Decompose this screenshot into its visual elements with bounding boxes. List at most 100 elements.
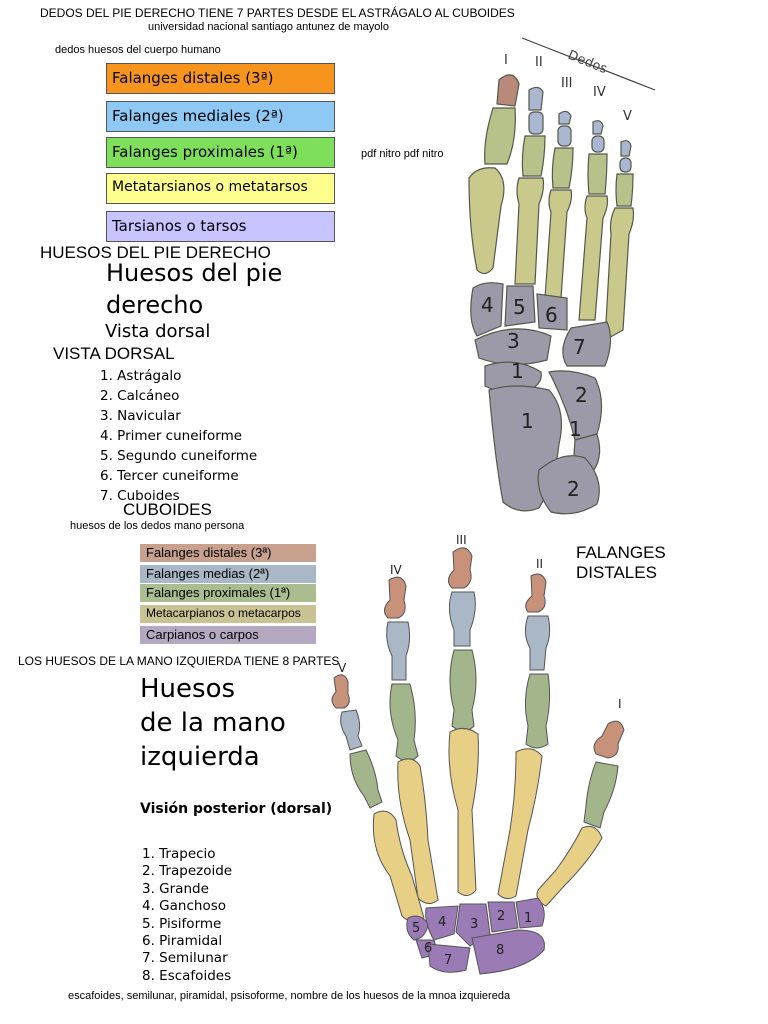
page-title: DEDOS DEL PIE DERECHO TIENE 7 PARTES DES… <box>40 6 515 20</box>
hand-bone-list: 1. Trapecio 2. Trapezoide 3. Grande 4. G… <box>142 846 232 985</box>
list-item: 1. Trapecio <box>142 846 216 862</box>
legend-label: Falanges distales (3ª) <box>112 69 274 87</box>
finger-numeral: I <box>618 697 622 711</box>
foot-footer-caps: CUBOIDES <box>123 500 212 519</box>
hand-proximal-phalanx <box>389 683 419 762</box>
hand-view: Visión posterior (dorsal) <box>140 801 333 817</box>
hand-distal-phalanx <box>593 720 625 759</box>
bone-number: 6 <box>424 941 432 956</box>
bone-number: 1 <box>521 409 534 433</box>
hand-middle-phalanx <box>524 615 551 671</box>
foot-tarsal-cuneiform-3 <box>536 293 568 331</box>
hand-heading-line2: de la mano <box>140 708 286 738</box>
foot-metatarsal <box>544 189 573 299</box>
foot-heading-line1: Huesos del pie <box>106 259 283 287</box>
foot-tarsal-navicular <box>474 328 552 366</box>
legend-label: Falanges mediales (2ª) <box>112 107 284 125</box>
caps-line: FALANGES <box>576 543 666 562</box>
finger-numeral: III <box>456 533 467 547</box>
bone-number: 7 <box>444 953 452 968</box>
caps-line: DISTALES <box>576 563 657 582</box>
list-item: 3. Grande <box>142 880 209 897</box>
hand-legend-medias: Falanges medias (2ª) <box>140 565 316 583</box>
hand-proximal-phalanx <box>349 749 383 809</box>
foot-diagram: Dedos I II III IV V <box>468 37 656 515</box>
foot-proximal-phalanx <box>615 173 634 207</box>
foot-tarsal-calcaneus-top <box>548 370 603 441</box>
foot-proximal-phalanx <box>551 147 574 189</box>
hand-legend-distales: Falanges distales (3ª) <box>140 544 316 562</box>
foot-middle-phalanx <box>557 125 572 147</box>
hand-proximal-phalanx <box>583 761 619 829</box>
list-item: 1. Astrágalo <box>100 368 182 384</box>
bone-number: 3 <box>507 329 520 353</box>
hand-metacarpal <box>372 810 425 922</box>
list-item: 6. Piramidal <box>142 932 223 949</box>
list-item: 4. Primer cuneiforme <box>100 428 243 444</box>
foot-tarsal-cuneiform-2 <box>504 285 536 327</box>
foot-legend-metatarsianos: Metatarsianos o metatarsos <box>106 173 335 204</box>
list-item: 5. Pisiforme <box>142 915 222 932</box>
foot-metatarsal <box>514 177 545 285</box>
bone-number: 8 <box>496 943 504 958</box>
finger-numeral: II <box>536 557 543 571</box>
list-item: 3. Navicular <box>100 408 181 424</box>
left-hand-caps: LOS HUESOS DE LA MANO IZQUIERDA TIENE 8 … <box>18 654 340 668</box>
hand-metacarpal <box>397 758 439 904</box>
foot-metatarsal <box>578 195 609 321</box>
foot-tarsal-calcaneus <box>537 455 600 515</box>
carpal-pisiforme <box>406 915 429 941</box>
hand-metacarpal <box>448 728 479 896</box>
legend-label: Falanges medias (2ª) <box>146 566 270 581</box>
toes-label: Dedos <box>566 48 610 77</box>
hand-diagram: I II III IV V <box>331 533 625 975</box>
hand-legend-proximales: Falanges proximales (1ª) <box>140 584 316 602</box>
bone-number: 6 <box>545 303 558 327</box>
foot-middle-phalanx <box>619 157 632 173</box>
carpal-trapecio <box>515 897 545 929</box>
bone-number: 4 <box>438 915 446 930</box>
foot-proximal-phalanx <box>521 135 546 177</box>
bone-number: 5 <box>513 295 526 319</box>
foot-legend-distales: Falanges distales (3ª) <box>106 63 335 94</box>
carpal-ganchoso <box>425 905 459 941</box>
foot-heading: Huesos del pie derecho <box>106 257 282 321</box>
bone-number: 5 <box>412 921 420 936</box>
carpal-trapezoide <box>487 901 519 933</box>
foot-distal-phalanx <box>620 140 632 157</box>
bone-number: 4 <box>481 293 494 317</box>
foot-view: Vista dorsal <box>105 321 211 342</box>
legend-label: Metacarpianos o metacarpos <box>146 606 301 620</box>
foot-metatarsal <box>604 207 635 342</box>
finger-numeral: IV <box>390 563 403 577</box>
hand-distal-phalanx <box>384 576 407 619</box>
list-item: 7. Cuboides <box>100 488 180 504</box>
legend-label: Metatarsianos o metatarsos <box>112 179 308 195</box>
falanges-distales-caps: FALANGES DISTALES <box>576 543 666 583</box>
bone-number: 2 <box>497 909 505 924</box>
foot-middle-phalanx <box>528 111 544 135</box>
hand-legend-metacarpianos: Metacarpianos o metacarpos <box>140 605 316 623</box>
hand-proximal-phalanx <box>524 673 551 749</box>
legend-label: Falanges proximales (1ª) <box>112 143 298 161</box>
foot-heading-line2: derecho <box>106 291 204 319</box>
foot-heading-caps: HUESOS DEL PIE DERECHO <box>40 243 271 262</box>
hand-middle-phalanx <box>340 709 363 751</box>
hand-distal-phalanx <box>448 547 473 589</box>
foot-distal-phalanx <box>496 74 520 107</box>
foot-metatarsal <box>468 167 505 275</box>
page-subtitle: dedos huesos del cuerpo humano <box>55 44 221 56</box>
foot-legend-proximales: Falanges proximales (1ª) <box>106 137 335 168</box>
foot-tarsal-cuboid <box>562 321 612 367</box>
bone-number: 1 <box>569 417 582 441</box>
foot-proximal-phalanx <box>587 153 608 195</box>
toe-numeral: III <box>561 76 573 91</box>
list-item: 2. Trapezoide <box>142 863 233 880</box>
hand-metacarpal <box>536 825 603 907</box>
bone-number: 1 <box>511 359 524 383</box>
foot-legend-mediales: Falanges mediales (2ª) <box>106 101 335 132</box>
hand-distal-phalanx <box>331 674 350 709</box>
hand-middle-phalanx <box>448 591 476 647</box>
list-item: 8. Escafoides <box>142 967 232 984</box>
legend-label: Falanges distales (3ª) <box>146 545 272 560</box>
